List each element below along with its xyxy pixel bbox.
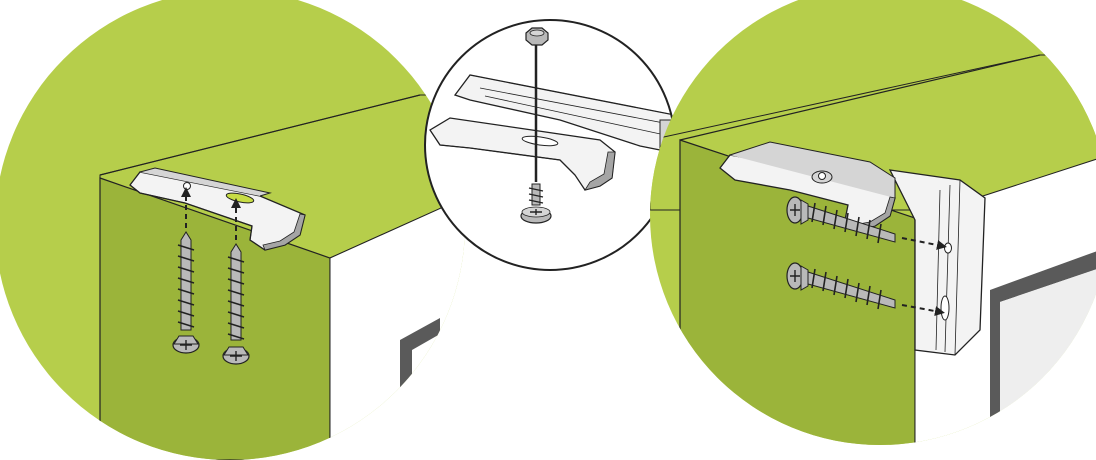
left-ceiling-edge [99, 94, 421, 176]
right-mount-slot [940, 295, 950, 321]
right-window-frame [990, 250, 1096, 444]
right-screw-1 [786, 196, 896, 244]
left-bracket-hole [183, 182, 191, 190]
mid-bracket-slot [521, 135, 559, 147]
panel-top-mount [0, 0, 465, 460]
right-headrail-cap [888, 169, 986, 356]
left-screw-1 [172, 231, 200, 354]
panel-bracket-assembly [424, 19, 676, 271]
right-arrow-2 [901, 304, 945, 317]
panel-side-mount [650, 0, 1096, 445]
mid-nut [525, 27, 549, 46]
right-ceiling-edge [679, 54, 1041, 141]
mid-bolt [520, 183, 552, 224]
right-mount-hole-1 [944, 242, 952, 254]
left-window-frame [400, 318, 440, 390]
right-bracket-hole [818, 172, 826, 180]
right-screw-2 [786, 262, 896, 310]
right-arrow-1 [901, 237, 947, 250]
left-screw-2 [222, 243, 250, 365]
